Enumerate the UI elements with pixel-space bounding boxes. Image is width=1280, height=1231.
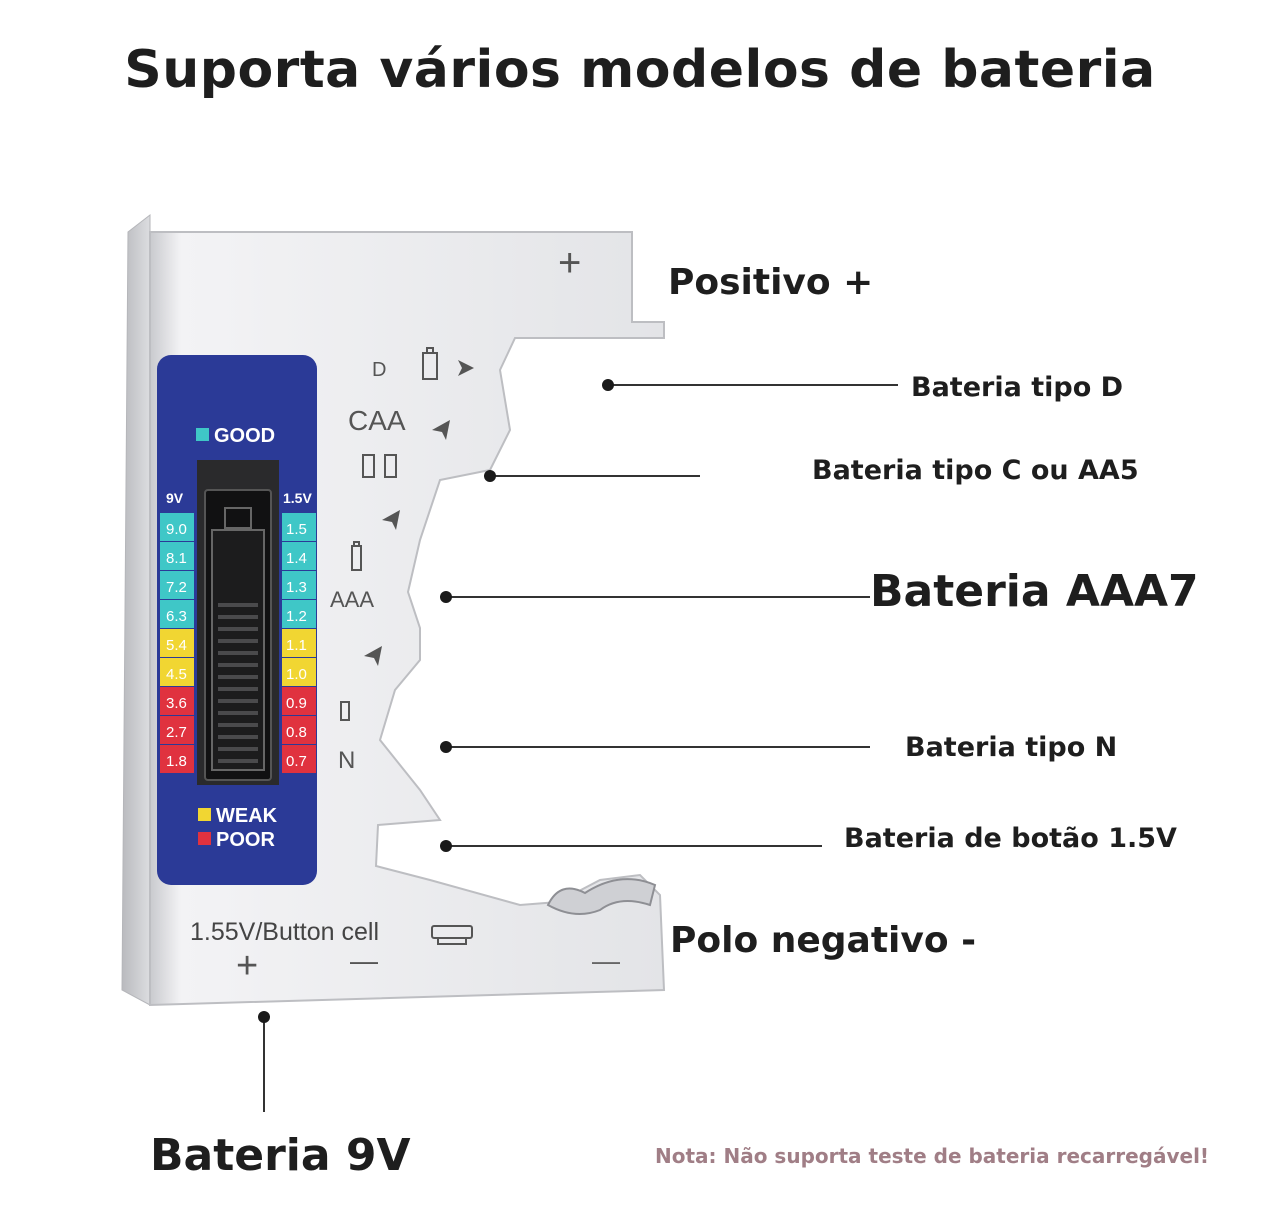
callout-button: Bateria de botão 1.5V [844, 823, 1177, 854]
button-cell-label: 1.55V/Button cell [190, 918, 379, 946]
arrow-caa-icon [432, 420, 450, 440]
svg-text:0.9: 0.9 [286, 695, 307, 712]
callout-type-d: Bateria tipo D [911, 372, 1124, 403]
svg-text:0.8: 0.8 [286, 724, 307, 741]
callout-negative: Polo negativo - [670, 920, 977, 961]
svg-text:8.1: 8.1 [166, 550, 187, 567]
callout-dots [258, 379, 614, 1023]
slot-d-label: D [372, 359, 386, 381]
slot-n-label: N [338, 747, 355, 774]
arrow-d-icon [458, 360, 474, 376]
svg-text:4.5: 4.5 [166, 666, 187, 683]
svg-text:9.0: 9.0 [166, 521, 187, 538]
svg-text:1.0: 1.0 [286, 666, 307, 683]
arrow-aaa-icon [382, 510, 400, 530]
battery-n-icon [340, 701, 350, 721]
panel-poor-label: POOR [216, 829, 275, 851]
arrow-n-icon [364, 646, 382, 666]
panel-good-label: GOOD [214, 425, 275, 447]
callout-type-n: Bateria tipo N [905, 732, 1118, 763]
svg-text:1.1: 1.1 [286, 637, 307, 654]
battery-aaa-icon [351, 541, 362, 571]
good-swatch [196, 428, 209, 441]
weak-swatch [198, 808, 211, 821]
callout-type-c: Bateria tipo C ou AA5 [812, 455, 1139, 486]
scale-15v-header: 1.5V [283, 490, 312, 506]
svg-text:0.7: 0.7 [286, 753, 307, 770]
note-text: Nota: Não suporta teste de bateria recar… [655, 1144, 1210, 1168]
svg-text:3.6: 3.6 [166, 695, 187, 712]
button-plus-label: + [236, 945, 258, 987]
slot-caa-label: CAA [348, 405, 406, 436]
callout-lines [263, 384, 898, 1112]
svg-text:1.3: 1.3 [286, 579, 307, 596]
bottom-minus-label: — [592, 945, 620, 976]
scale-9v: 9.0 8.1 7.2 6.3 5.4 4.5 3.6 2.7 1.8 [160, 513, 194, 773]
svg-text:1.5: 1.5 [286, 521, 307, 538]
callout-aaa: Bateria AAA7 [870, 566, 1199, 617]
top-plus-label: + [558, 241, 581, 285]
panel-weak-label: WEAK [216, 805, 278, 827]
svg-text:1.2: 1.2 [286, 608, 307, 625]
coin-cell-icon [431, 925, 473, 945]
battery-d-icon [422, 347, 438, 380]
svg-text:7.2: 7.2 [166, 579, 187, 596]
svg-text:6.3: 6.3 [166, 608, 187, 625]
svg-text:2.7: 2.7 [166, 724, 187, 741]
button-minus-label: — [350, 945, 378, 976]
device-side-edge [121, 213, 151, 1006]
lcd-meter [197, 460, 279, 785]
svg-text:1.4: 1.4 [286, 550, 307, 567]
callout-9v: Bateria 9V [150, 1130, 411, 1181]
scale-15v: 1.5 1.4 1.3 1.2 1.1 1.0 0.9 0.8 0.7 [282, 513, 316, 773]
button-cell-clip [546, 878, 657, 915]
poor-swatch [198, 832, 211, 845]
callout-positive: Positivo + [668, 262, 874, 303]
page-title: Suporta vários modelos de bateria [124, 40, 1156, 100]
svg-text:5.4: 5.4 [166, 637, 187, 654]
slot-aaa-label: AAA [330, 587, 374, 612]
scale-9v-header: 9V [166, 490, 184, 506]
battery-caa-icon [362, 454, 397, 478]
svg-text:1.8: 1.8 [166, 753, 187, 770]
